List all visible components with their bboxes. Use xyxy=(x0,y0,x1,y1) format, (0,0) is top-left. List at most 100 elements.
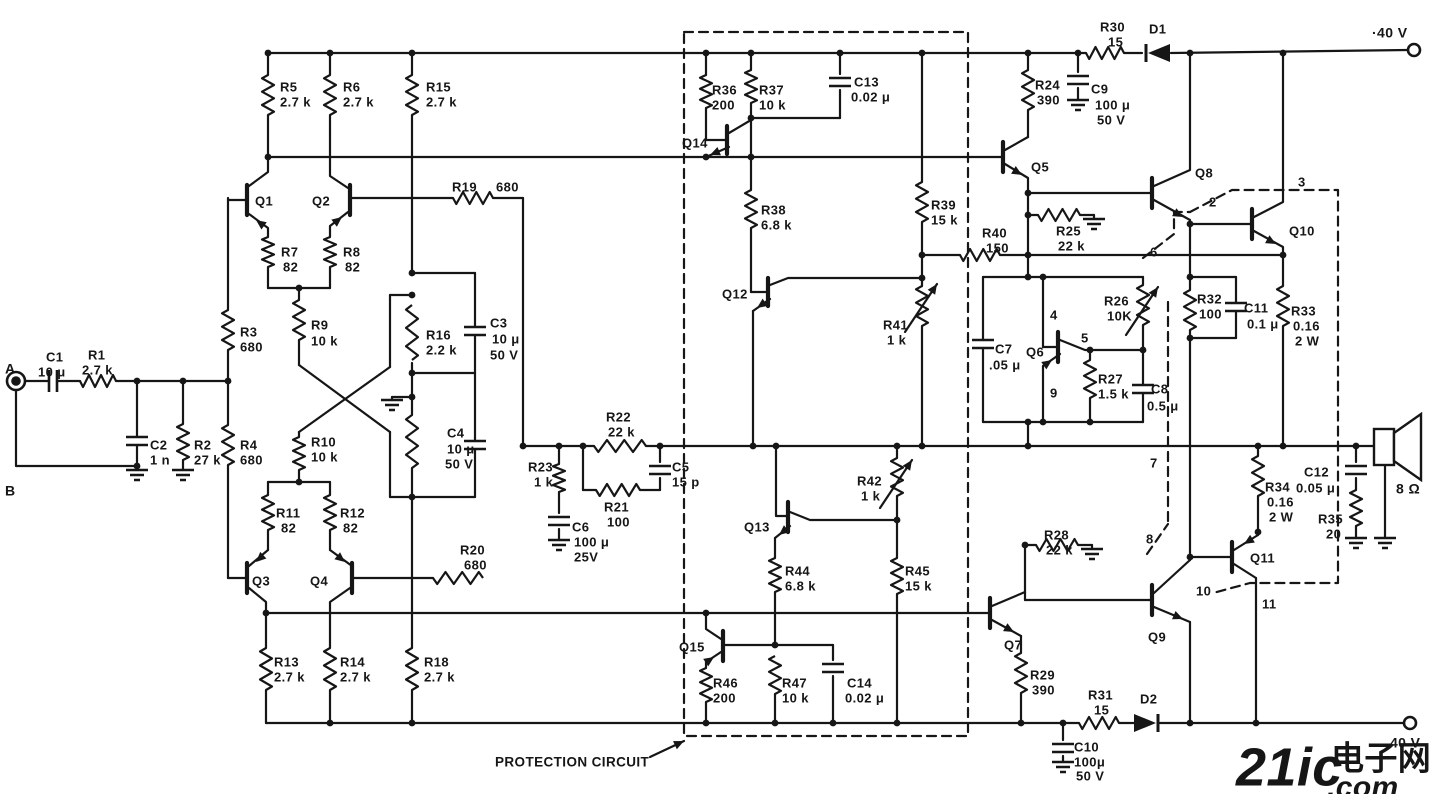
label-r33: R33 xyxy=(1291,303,1316,318)
label-r19-val: 680 xyxy=(496,179,519,194)
label-r31: R31 xyxy=(1088,687,1113,702)
label-r31-val: 15 xyxy=(1094,702,1109,717)
resistor-R13 xyxy=(258,647,274,691)
junction-dot xyxy=(408,269,416,277)
label-r12: R12 xyxy=(340,505,365,520)
capacitor-C3 xyxy=(464,325,486,337)
label-r19: R19 xyxy=(452,179,477,194)
junction-dot xyxy=(262,609,270,617)
resistor-R35 xyxy=(1348,489,1364,527)
label-r18: R18 xyxy=(424,654,449,669)
junction-dot xyxy=(1024,251,1032,259)
wire xyxy=(1152,558,1192,595)
label-d1: D1 xyxy=(1149,21,1166,36)
resistor-R6 xyxy=(322,74,338,116)
label-pin6: 6 xyxy=(1150,244,1158,259)
ground-icon xyxy=(172,468,194,482)
transistor-Q14-emitter-arrow xyxy=(710,146,721,156)
junction-dot xyxy=(1024,418,1032,426)
label-c4-val2: 50 V xyxy=(445,456,473,471)
label-r23: R23 xyxy=(528,459,553,474)
resistor-R11 xyxy=(260,494,276,531)
junction-dot xyxy=(555,442,563,450)
input-jack-inner xyxy=(11,376,21,386)
junction-dot xyxy=(408,493,416,501)
label-c1: C1 xyxy=(46,349,63,364)
label-r30: R30 xyxy=(1100,19,1125,34)
junction-dot xyxy=(326,719,334,727)
label-r38-val: 6.8 k xyxy=(761,217,792,232)
resistor-R31 xyxy=(1078,715,1120,731)
label-r13: R13 xyxy=(274,654,299,669)
junction-dot xyxy=(408,49,416,57)
label-r20-val: 680 xyxy=(464,557,487,572)
label-r39: R39 xyxy=(931,197,956,212)
junction-dot xyxy=(264,153,272,161)
ground-icon xyxy=(381,398,403,412)
junction-dot xyxy=(1186,719,1194,727)
label-q6: Q6 xyxy=(1026,344,1044,359)
label-c5-val: 15 p xyxy=(672,474,700,489)
resistor-R46 xyxy=(698,667,714,703)
label-r46-val: 200 xyxy=(713,690,736,705)
ground-icon xyxy=(1052,760,1074,774)
label-r34-val2: 2 W xyxy=(1269,509,1294,524)
ground-icon xyxy=(1067,98,1089,112)
dashed-boundary xyxy=(1145,522,1170,556)
ground-icon xyxy=(1374,536,1396,550)
label-q5: Q5 xyxy=(1031,159,1049,174)
wire xyxy=(328,586,352,650)
label-r35: R35 xyxy=(1318,511,1343,526)
wire xyxy=(1232,562,1258,580)
junction-dot xyxy=(408,719,416,727)
capacitor-C8 xyxy=(1132,383,1154,395)
resistor-R22 xyxy=(593,438,647,454)
label-r37-val: 10 k xyxy=(759,97,786,112)
junction-dot xyxy=(519,442,527,450)
watermark-dianziwang: 电子网 xyxy=(1331,740,1431,777)
resistor-R2 xyxy=(175,423,191,461)
junction-dot xyxy=(1024,49,1032,57)
label-c5: C5 xyxy=(672,459,689,474)
wire xyxy=(297,365,392,434)
wire xyxy=(1152,198,1192,226)
junction-dot xyxy=(1252,719,1260,727)
junction-dot xyxy=(133,462,141,470)
label-r44: R44 xyxy=(785,563,810,578)
label-r28: R28 xyxy=(1044,527,1069,542)
label-r20: R20 xyxy=(460,542,485,557)
junction-dot xyxy=(771,719,779,727)
label-r21-val: 100 xyxy=(607,514,630,529)
label-c10: C10 xyxy=(1074,739,1099,754)
label-r2-val: 27 k xyxy=(194,452,221,467)
label-q13: Q13 xyxy=(744,519,770,534)
resistor-R39 xyxy=(914,181,930,223)
resistor-R27 xyxy=(1082,359,1098,399)
junction-dot xyxy=(893,516,901,524)
capacitor-C1 xyxy=(47,370,59,392)
junction-dot xyxy=(836,49,844,57)
resistor-R4 xyxy=(220,424,236,466)
dashed-boundary xyxy=(682,30,970,738)
label-c10-val1: 100μ xyxy=(1074,754,1105,769)
label-r5: R5 xyxy=(280,79,297,94)
label-r5-val: 2.7 k xyxy=(280,94,311,109)
label-r25: R25 xyxy=(1056,223,1081,238)
capacitor-C13 xyxy=(829,76,851,88)
junction-dot xyxy=(179,377,187,385)
label-pin2: 2 xyxy=(1209,194,1217,209)
resistor-R23 xyxy=(551,462,567,494)
label-q10: Q10 xyxy=(1289,223,1315,238)
wire xyxy=(1003,135,1030,152)
transistor-Q4-emitter-arrow xyxy=(334,552,345,562)
label-r15: R15 xyxy=(426,79,451,94)
resistor-R15 xyxy=(404,74,420,116)
label-r42: R42 xyxy=(857,473,882,488)
label-pin3: 3 xyxy=(1298,174,1306,189)
resistor-R34 xyxy=(1250,455,1266,497)
resistor-R21 xyxy=(595,482,641,498)
label-r18-val: 2.7 k xyxy=(424,669,455,684)
label-c3-val2: 50 V xyxy=(490,347,518,362)
label-d2: D2 xyxy=(1140,691,1157,706)
transistor-Q9-emitter-arrow xyxy=(1172,610,1183,620)
